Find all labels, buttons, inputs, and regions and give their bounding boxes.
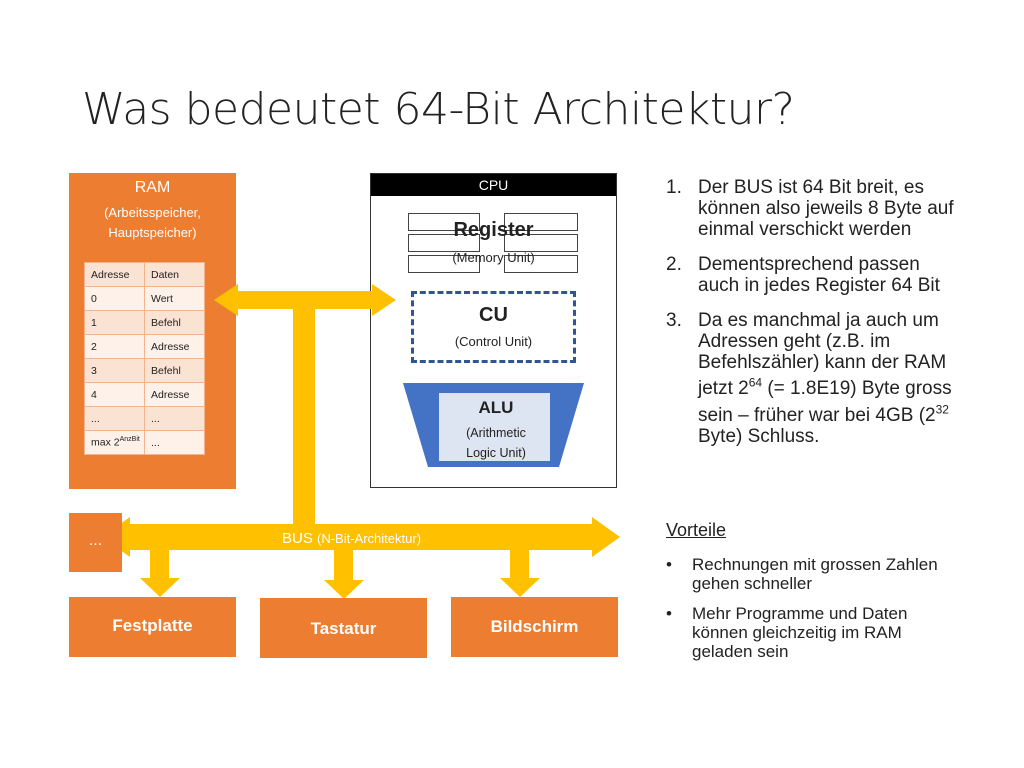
table-cell: ...: [144, 406, 205, 431]
ram-title: RAM: [134, 179, 171, 196]
list-text-part: Da es manchmal ja auch um Adressen geht …: [698, 310, 947, 400]
table-cell: ...: [144, 430, 205, 455]
table-row: 4 Adresse: [84, 382, 205, 407]
list-number: 2.: [666, 254, 682, 275]
ram-cpu-arrow: [214, 284, 396, 316]
table-cell: ...: [84, 406, 145, 431]
device-bildschirm: Bildschirm: [451, 597, 618, 657]
cu-subtitle: (Control Unit): [454, 334, 533, 349]
register-label: Register: [453, 219, 534, 241]
register-box: [408, 234, 480, 252]
table-cell: Adresse: [144, 382, 205, 407]
alu-label: ALU: [478, 398, 514, 417]
bus-stem: [293, 309, 315, 524]
table-cell: Befehl: [144, 358, 205, 383]
alu-inner-box: [439, 393, 550, 461]
table-header-cell: Adresse: [84, 262, 145, 287]
table-row: 3 Befehl: [84, 358, 205, 383]
list-item: 1. Der BUS ist 64 Bit breit, es können al…: [666, 177, 966, 240]
other-device-box: ...: [69, 513, 122, 572]
max-exponent: AnzBit: [119, 436, 140, 444]
table-cell: 4: [84, 382, 145, 407]
list-text: Der BUS ist 64 Bit breit, es können also…: [698, 177, 954, 240]
table-cell: 2: [84, 334, 145, 359]
ram-subtitle-line1: (Arbeitsspeicher,: [104, 205, 201, 220]
list-text-part: Byte) Schluss.: [698, 425, 820, 447]
table-cell: Befehl: [144, 310, 205, 335]
register-subtitle: (Memory Unit): [452, 250, 535, 265]
list-text: Rechnungen mit grossen Zahlen gehen schn…: [692, 555, 938, 593]
bus-main-arrow: [102, 517, 620, 557]
down-arrow-tastatur: [324, 550, 364, 599]
table-cell: Wert: [144, 286, 205, 311]
list-text: Mehr Programme und Daten können gleichze…: [692, 604, 908, 661]
vorteile-list: • Rechnungen mit grossen Zahlen gehen sch…: [666, 555, 966, 672]
table-header-row: Adresse Daten: [84, 262, 205, 287]
register-box: [504, 234, 578, 252]
list-item: • Mehr Programme und Daten können gleichz…: [666, 604, 966, 661]
down-arrow-festplatte: [140, 550, 180, 597]
exponent: 64: [748, 376, 763, 390]
table-cell: 3: [84, 358, 145, 383]
down-arrow-bildschirm: [500, 550, 540, 597]
table-cell: max 2AnzBit: [84, 430, 145, 455]
register-box: [504, 213, 578, 231]
table-row: ... ...: [84, 406, 205, 431]
device-tastatur: Tastatur: [260, 598, 427, 658]
register-box: [408, 255, 480, 273]
table-row: 0 Wert: [84, 286, 205, 311]
table-cell: Adresse: [144, 334, 205, 359]
list-number: 1.: [666, 177, 682, 198]
list-text: Dementsprechend passen auch in jedes Reg…: [698, 254, 940, 296]
register-box: [504, 255, 578, 273]
alu-subtitle-line2: Logic Unit): [466, 446, 526, 460]
max-prefix: max 2: [91, 436, 120, 449]
cpu-header: CPU: [371, 174, 616, 196]
alu-shape: [403, 383, 584, 467]
vorteile-heading: Vorteile: [666, 520, 727, 540]
list-item: 2. Dementsprechend passen auch in jedes R…: [666, 254, 966, 296]
list-number: 3.: [666, 310, 682, 331]
device-festplatte: Festplatte: [69, 597, 236, 657]
ram-subtitle-line2: Hauptspeicher): [108, 225, 197, 240]
table-cell: 0: [84, 286, 145, 311]
ram-table: Adresse Daten 0 Wert 1 Befehl 2 Adresse …: [84, 262, 205, 455]
list-item: 3. Da es manchmal ja auch um Adressen geh…: [666, 310, 966, 447]
ram-subtitle: (Arbeitsspeicher, Hauptspeicher): [69, 203, 236, 243]
bus-label: BUS (N-Bit-Architektur): [282, 530, 421, 547]
cu-box: [411, 291, 576, 363]
table-header-cell: Daten: [144, 262, 205, 287]
list-text-part: (= 1.8E19) Byte gross sein – früher war …: [698, 378, 952, 426]
cpu-block: CPU Register (Memory Unit) CU (Control U…: [370, 173, 617, 488]
table-row: max 2AnzBit ...: [84, 430, 205, 455]
register-box: [408, 213, 480, 231]
bullet-icon: •: [666, 555, 672, 574]
slide-title: Was bedeutet 64-Bit Architektur?: [82, 84, 795, 135]
ram-block: RAM (Arbeitsspeicher, Hauptspeicher) Adr…: [69, 173, 236, 489]
exponent: 32: [935, 402, 949, 417]
alu-subtitle: (Arithmetic Logic Unit): [441, 423, 551, 463]
bus-label-main: BUS: [282, 530, 318, 547]
bus-label-detail: (N-Bit-Architektur): [317, 531, 422, 546]
table-row: 1 Befehl: [84, 310, 205, 335]
cu-label: CU: [479, 304, 508, 326]
list-item: • Rechnungen mit grossen Zahlen gehen sch…: [666, 555, 966, 593]
table-row: 2 Adresse: [84, 334, 205, 359]
bullet-icon: •: [666, 604, 672, 623]
list-text: Da es manchmal ja auch um Adressen geht …: [698, 310, 952, 447]
points-list: 1. Der BUS ist 64 Bit breit, es können al…: [666, 177, 966, 461]
alu-subtitle-line1: (Arithmetic: [466, 426, 526, 440]
